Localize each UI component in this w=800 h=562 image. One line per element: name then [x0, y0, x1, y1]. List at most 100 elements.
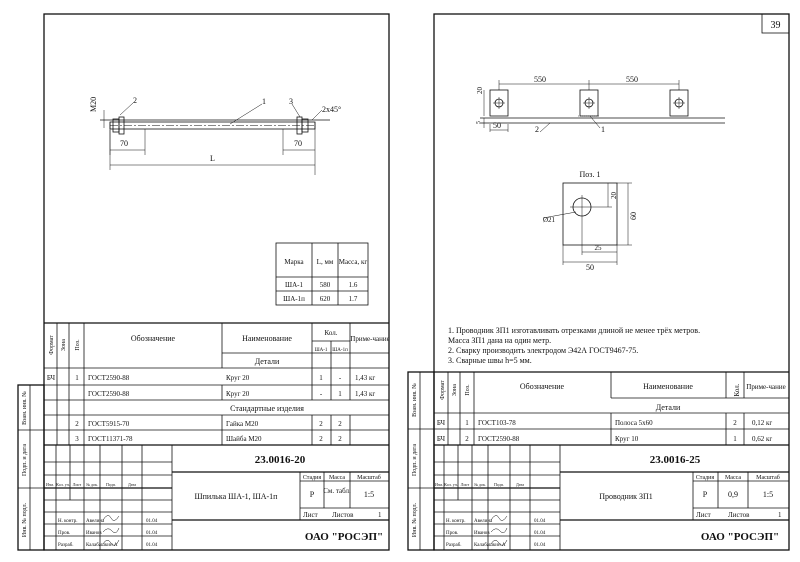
spec-row1-format: БЧ [47, 374, 56, 382]
spec-row4-designation: ГОСТ11371-78 [88, 435, 133, 443]
stamp-r-name-2: Иванов [474, 531, 490, 536]
stamp-title: Шпилька ША-1, ША-1п [195, 492, 279, 501]
spec-r-h-zone: Зона [452, 384, 458, 396]
stamp-r-h-stage: Стадия [696, 475, 715, 481]
note-line-2: Масса ЗП1 дана на один метр. [448, 336, 552, 345]
spec-row1-qty-a: 1 [319, 374, 323, 382]
spec-row3-qty-b: 2 [338, 420, 342, 428]
dim-60-plate: 60 [629, 212, 638, 220]
side-r-label-inv: Инв. № подл. [412, 502, 418, 537]
stamp-r-role-razrab: Разраб. [446, 543, 462, 548]
signature-r-2 [490, 527, 508, 534]
sheet-left-graphics: M20 2 1 3 2x45° 70 70 L Марка L, мм Масс… [17, 13, 390, 551]
spec-r-h-designation: Обозначение [520, 382, 565, 391]
spec-h-qty: Кол. [325, 329, 338, 337]
spec-row3-pos: 2 [75, 420, 79, 428]
spec-r-row2-format: БЧ [437, 435, 446, 443]
spec-row4-pos: 3 [75, 435, 79, 443]
stamp-r-col-izm: Изм. [435, 482, 443, 487]
stamp-name-3: Калабашкин А [86, 543, 118, 548]
spec-r-row1-designation: ГОСТ103-78 [478, 419, 516, 427]
param-r1-mark: ША-1 [285, 281, 303, 289]
side-label-inv: Инв. № подл. [22, 502, 28, 537]
param-h-mark: Марка [284, 258, 304, 266]
dim-left: 70 [120, 139, 128, 148]
dim-550-b: 550 [626, 75, 638, 84]
stamp-r-role-prov: Пров. [446, 531, 458, 536]
callout-2: 2 [133, 96, 137, 105]
stamp-col-izm: Изм. [46, 482, 54, 487]
spec-row4-name: Шайба М20 [226, 435, 262, 443]
stamp-col-date: Дата [128, 482, 136, 487]
page-number-box [761, 13, 790, 34]
spec-r-h-format: Формат [440, 380, 446, 400]
note-line-4: 3. Сварные швы h=5 мм. [448, 356, 532, 365]
signature-1 [102, 515, 120, 521]
spec-row2-qty-a: - [320, 390, 323, 398]
title-block [44, 445, 389, 550]
stamp-r-mass: 0,9 [728, 490, 738, 499]
note-line-1: 1. Проводник ЗП1 изготавливать отрезками… [448, 326, 701, 335]
stamp-r-role-nkontr: Н. контр. [446, 519, 465, 524]
spec-row2-note: 1,43 кг [355, 390, 375, 398]
side-strip-right [407, 371, 435, 551]
spec-r-row1-qty: 2 [733, 419, 737, 427]
stamp-col-doc: № док. [86, 482, 98, 487]
chamfer-label: 2x45° [322, 105, 341, 114]
spec-h-name: Наименование [242, 334, 292, 343]
stamp-r-col-list: Лист [461, 482, 470, 487]
stamp-r-h-scale: Масштаб [756, 474, 780, 481]
stamp-r-org: ОАО "РОСЭП" [701, 531, 779, 543]
stamp-sheets: 1 [378, 511, 382, 519]
stamp-r-date-1: 01.04 [534, 519, 546, 524]
side-r-label-vzam: Взам. инв. № [412, 383, 418, 417]
spec-row4-qty-a: 2 [319, 435, 323, 443]
spec-h-designation: Обозначение [131, 334, 176, 343]
drawing-sheet-right: 39 550 550 20 5 50 2 1 Поз. 1 [400, 0, 800, 562]
spec-r-row2-name: Круг 10 [615, 435, 639, 443]
stamp-col-list: Лист [73, 482, 82, 487]
stamp-stage: Р [310, 490, 315, 499]
stamp-h-stage: Стадия [303, 475, 322, 481]
spec-row3-designation: ГОСТ5915-70 [88, 420, 130, 428]
title-block-right [434, 445, 789, 550]
spec-r-row2-note: 0,62 кг [752, 435, 772, 443]
spec-row1-qty-b: - [339, 374, 342, 382]
stamp-code: 23.0016-20 [255, 454, 306, 466]
spec-r-row2-pos: 2 [465, 435, 469, 443]
dim-25-plate: 25 [595, 244, 603, 252]
spec-table-right [434, 371, 789, 446]
spec-row3-name: Гайка М20 [226, 420, 259, 428]
spec-row1-name: Круг 20 [226, 374, 250, 382]
side-strip [17, 384, 45, 551]
stamp-r-sheets: 1 [778, 511, 782, 519]
stamp-role-razrab: Разраб. [58, 543, 74, 548]
spec-h-note: Приме-чание [350, 335, 389, 343]
spec-r-row1-format: БЧ [437, 419, 446, 427]
page-number: 39 [771, 20, 781, 31]
spec-h-qty-b: ША-1п [332, 348, 348, 353]
callout-2-right: 2 [535, 125, 539, 134]
stamp-date-3: 01.04 [146, 543, 158, 548]
signature-r-3 [490, 539, 508, 546]
stud-drawing [100, 102, 330, 175]
spec-r-row2-designation: ГОСТ2590-88 [478, 435, 520, 443]
param-table [275, 242, 369, 306]
stamp-sheets-label: Листов [332, 511, 354, 519]
dim-right: 70 [294, 139, 302, 148]
stamp-mass: См. табл. [323, 487, 351, 495]
dim-50-plate: 50 [586, 263, 594, 272]
spec-r-row1-pos: 1 [465, 419, 469, 427]
stamp-r-h-mass: Масса [725, 475, 741, 481]
stamp-r-col-koluch: Кол. уч. [444, 482, 457, 487]
param-r2-mass: 1.7 [349, 295, 358, 303]
stamp-r-col-date: Дата [516, 482, 524, 487]
frame-border [433, 13, 790, 551]
dim-5-strip: 5 [476, 121, 482, 124]
stamp-r-scale: 1:5 [763, 490, 773, 499]
stamp-r-sheets-label: Листов [728, 511, 750, 519]
param-r2-mark: ША-1п [283, 295, 305, 303]
note-line-3: 2. Сварку производить электродом Э42А ГО… [448, 346, 639, 355]
spec-row4-qty-b: 2 [338, 435, 342, 443]
dim-50-strip: 50 [493, 121, 501, 130]
